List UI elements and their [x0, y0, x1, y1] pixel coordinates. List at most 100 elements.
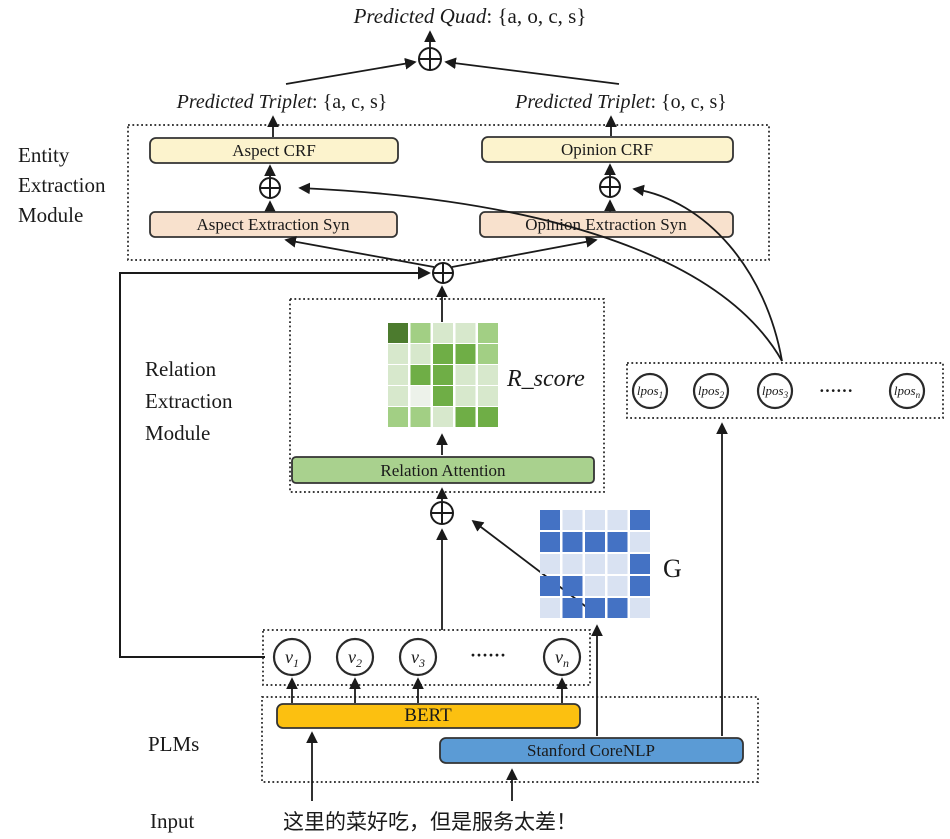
svg-text:lpos1: lpos1	[637, 383, 663, 400]
relation-module-label-line3: Module	[145, 421, 210, 445]
predicted-triplet-right-label: Predicted Triplet: {o, c, s}	[514, 91, 727, 113]
lpos-ellipsis: ······	[819, 381, 853, 400]
matrix-cell	[388, 407, 408, 427]
entity-module-boundary	[127, 124, 770, 261]
matrix-cell	[562, 532, 583, 552]
v-token-1: v1	[272, 637, 312, 677]
matrix-cell	[540, 598, 560, 618]
relation-module-label-line1: Relation	[145, 357, 217, 381]
matrix-cell	[455, 344, 476, 364]
lpos-token-1: lpos1	[631, 372, 669, 410]
matrix-cell	[433, 407, 453, 427]
v-token-2: v2	[335, 637, 375, 677]
quad-sum-operator	[418, 47, 442, 71]
matrix-cell	[433, 344, 453, 364]
opinion-crf-box	[481, 136, 734, 163]
matrix-cell	[455, 386, 476, 406]
matrix-cell	[607, 598, 628, 618]
svg-text:vn: vn	[555, 647, 569, 670]
matrix-cell	[630, 554, 650, 574]
opinion-syn-label: Opinion Extraction Syn	[525, 215, 687, 234]
matrix-cell	[585, 554, 605, 574]
matrix-cell	[478, 365, 498, 385]
lpos-row-boundary	[626, 362, 944, 419]
relation-attention-box	[291, 456, 595, 484]
svg-text:v3: v3	[411, 647, 425, 670]
lpos-token-n: lposn	[888, 372, 926, 410]
opinion-sum-operator	[599, 176, 621, 198]
plms-label: PLMs	[148, 732, 199, 756]
lpos-to-aspect-sum-curve	[298, 182, 783, 362]
matrix-cell	[388, 344, 408, 364]
matrix-cell	[455, 323, 476, 343]
matrix-cell	[630, 576, 650, 596]
adjacency-label: G	[663, 554, 682, 583]
matrix-cell	[607, 532, 628, 552]
lpos-token-2: lpos2	[692, 372, 730, 410]
input-sentence: 这里的菜好吃，但是服务太差！	[283, 811, 577, 834]
opinion-syn-box	[479, 211, 734, 238]
plms-boundary	[261, 696, 759, 783]
matrix-cell	[433, 365, 453, 385]
token-row-boundary	[262, 629, 591, 686]
matrix-cell	[540, 554, 560, 574]
aspect-syn-label: Aspect Extraction Syn	[197, 215, 350, 234]
svg-text:lpos2: lpos2	[698, 383, 725, 400]
lpos-token-3: lpos3	[756, 372, 794, 410]
matrix-cell	[630, 510, 650, 530]
matrix-cell	[585, 598, 605, 618]
adjacency-heatmap	[540, 510, 650, 618]
predicted-triplet-left-label: Predicted Triplet: {a, c, s}	[176, 91, 388, 113]
matrix-cell	[478, 407, 498, 427]
bert-label: BERT	[404, 705, 452, 726]
matrix-cell	[410, 365, 431, 385]
aspect-crf-label: Aspect CRF	[232, 141, 316, 160]
token-skip-connection-wire	[119, 266, 431, 658]
matrix-cell	[478, 323, 498, 343]
matrix-cell	[607, 576, 628, 596]
matrix-cell	[585, 576, 605, 596]
matrix-cell	[410, 407, 431, 427]
corenlp-label: Stanford CoreNLP	[527, 741, 655, 760]
matrix-cell	[540, 532, 560, 552]
bert-box	[276, 703, 581, 729]
svg-text:lposn: lposn	[894, 383, 921, 400]
relation-module-boundary	[289, 298, 605, 493]
aspect-sum-operator	[259, 177, 281, 199]
matrix-cell	[478, 386, 498, 406]
matrix-cell	[455, 407, 476, 427]
corenlp-box	[439, 737, 744, 764]
aspect-crf-box	[149, 137, 399, 164]
fusion-to-aspect-syn-arrow	[284, 236, 435, 268]
matrix-cell	[388, 365, 408, 385]
matrix-cell	[388, 386, 408, 406]
svg-text:lpos3: lpos3	[762, 383, 789, 400]
matrix-cell	[630, 598, 650, 618]
svg-text:v2: v2	[348, 647, 362, 670]
matrix-cell	[410, 386, 431, 406]
v-token-n: vn	[542, 637, 582, 677]
entity-module-label-line3: Module	[18, 203, 83, 227]
matrix-cell	[562, 554, 583, 574]
matrix-cell	[585, 532, 605, 552]
svg-text:v1: v1	[285, 647, 299, 670]
matrix-cell	[388, 323, 408, 343]
matrix-cell	[540, 576, 560, 596]
token-graph-sum-operator	[430, 501, 454, 525]
matrix-cell	[433, 386, 453, 406]
rscore-heatmap	[388, 323, 498, 427]
matrix-cell	[410, 323, 431, 343]
matrix-cell	[540, 510, 560, 530]
relation-attention-label: Relation Attention	[380, 461, 506, 480]
v-token-3: v3	[398, 637, 438, 677]
triplet-right-to-quad-arrow	[444, 57, 620, 85]
v-ellipsis: ······	[470, 645, 506, 665]
aspect-syn-box	[149, 211, 398, 238]
entity-module-label-line2: Extraction	[18, 173, 106, 197]
matrix-cell	[607, 554, 628, 574]
matrix-cell	[478, 344, 498, 364]
matrix-cell	[607, 510, 628, 530]
input-label: Input	[150, 809, 194, 833]
gmatrix-to-lowsum-arrow	[471, 519, 594, 613]
